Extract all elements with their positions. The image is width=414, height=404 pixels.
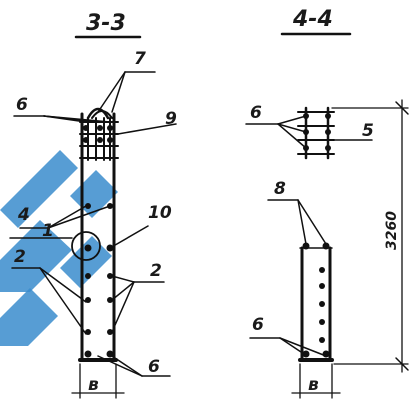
dimension-right-width	[291, 363, 341, 399]
callout-2-left: 2	[14, 247, 26, 267]
leaders-left	[9, 71, 177, 377]
callout-1: 1	[42, 221, 54, 241]
dimension-height	[331, 99, 409, 373]
callout-7: 7	[134, 49, 146, 69]
section-title-4-4: 4-4	[292, 7, 333, 32]
callout-10: 10	[148, 203, 172, 223]
section-title-3-3: 3-3	[86, 11, 126, 36]
callout-2-right: 2	[150, 261, 162, 281]
detail-circle	[71, 231, 101, 261]
callout-6-top-left: 6	[16, 95, 28, 115]
dimension-left-width-label: в	[88, 375, 99, 395]
dimension-left-width	[71, 363, 125, 399]
column-section-4-4-body	[298, 242, 334, 362]
callout-6-top-right: 6	[250, 103, 262, 123]
callout-6-bottom-right: 6	[252, 315, 264, 335]
callout-4: 4	[17, 205, 30, 225]
column-section-4-4-top	[297, 106, 335, 160]
callout-6-bottom-left: 6	[148, 357, 160, 377]
leaders-right	[245, 115, 373, 357]
callout-8: 8	[274, 179, 286, 199]
dimension-height-label: 3260	[384, 211, 400, 250]
callout-9: 9	[165, 109, 177, 129]
callout-5: 5	[362, 121, 374, 141]
column-section-3-3	[71, 107, 119, 362]
dimension-right-width-label: в	[308, 375, 319, 395]
